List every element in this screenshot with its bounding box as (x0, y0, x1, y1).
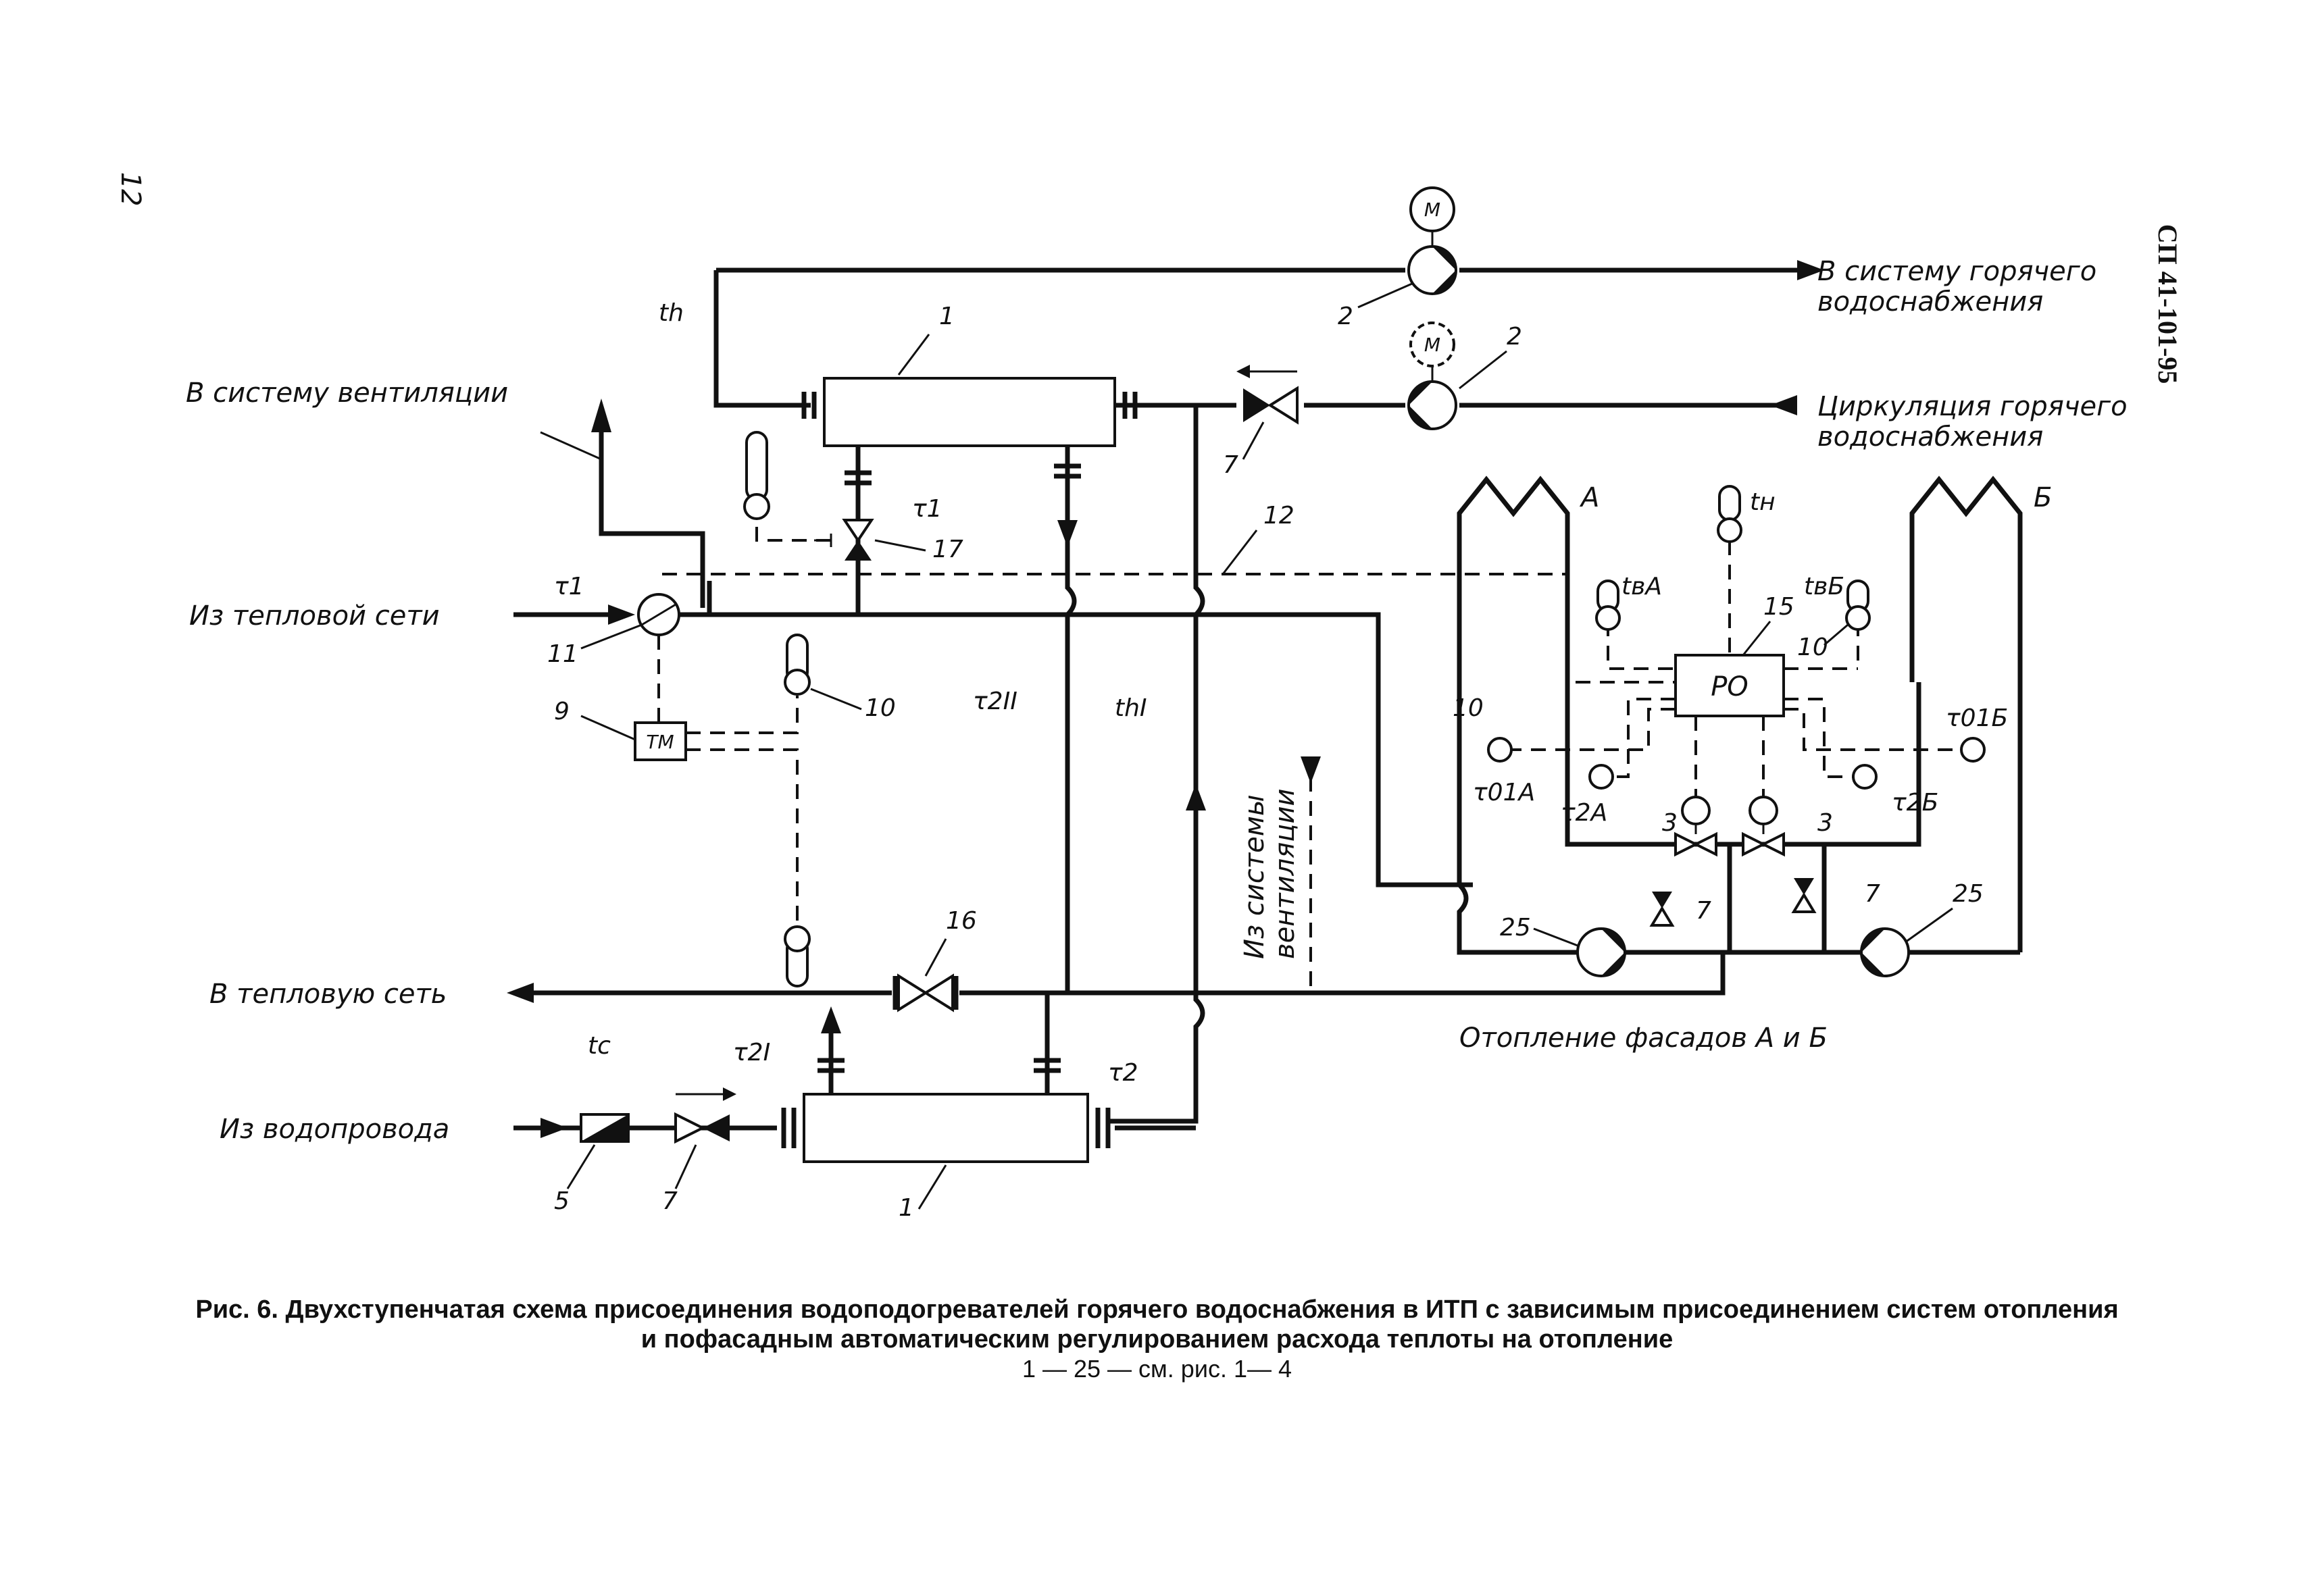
symbol-tv-a: tвА (1621, 573, 1662, 600)
signal-line-12 (662, 573, 1676, 684)
symbol-tau1-heater: τ1 (912, 495, 942, 523)
label-to-ventilation: В системy вентиляции (186, 378, 508, 409)
label-to-hot-water-1: В системy горячего (1817, 256, 2096, 287)
motor-label-circ: М (1424, 334, 1440, 356)
controller-label: РО (1711, 671, 1749, 702)
pipe-to-ventilation (599, 419, 705, 608)
radiator-facade-b (1909, 475, 2023, 952)
callout-5: 5 (554, 1187, 570, 1215)
document-code: СП 41-101-95 (2153, 224, 2183, 384)
sensor-tau01-a (1487, 737, 1513, 763)
symbol-tau2-I: τ2I (733, 1039, 770, 1066)
valve-7-water (674, 1112, 706, 1144)
label-facade-a: А (1579, 482, 1599, 513)
label-from-heat-network: Из тепловой сети (189, 600, 440, 632)
callout-15: 15 (1763, 593, 1794, 621)
valve-7-facade-b (1794, 878, 1814, 895)
valve-3-b (1742, 831, 1767, 857)
label-circulation-2: водоснабжения (1817, 421, 2043, 453)
symbol-tau2: τ2 (1108, 1059, 1138, 1087)
arrow-hot-water-out (1797, 260, 1824, 280)
water-heater-upper (823, 377, 1116, 447)
sensor-tn (1718, 485, 1741, 521)
symbol-tau01-b: τ01Б (1946, 704, 2008, 732)
sensor-tau2-b (1852, 764, 1878, 790)
arrow-tau2-II-down (1057, 520, 1078, 547)
motor-label-top: М (1424, 199, 1440, 221)
pipe-to-heat-network (534, 952, 1726, 996)
arrow-to-ventilation (591, 398, 611, 432)
callout-25-b: 25 (1953, 880, 1984, 908)
label-to-hot-water-2: водоснабжения (1817, 286, 2043, 317)
valve-16 (897, 973, 928, 1012)
arrow-th-I-up (1186, 783, 1206, 810)
sensor-tau2-a (1588, 764, 1614, 790)
callout-1-bottom: 1 (899, 1194, 914, 1222)
caption-line-1: Рис. 6. Двухступенчатая схема присоедине… (195, 1295, 2119, 1324)
sensor-tau01-b (1960, 737, 1986, 763)
symbol-tv-b: tвБ (1804, 573, 1844, 600)
temperature-sensor-th (745, 431, 768, 501)
page-number: 12 (115, 172, 146, 207)
symbol-tau1-left: τ1 (554, 573, 584, 600)
caption-line-3: 1 — 25 — см. рис. 1— 4 (1022, 1355, 1292, 1383)
callout-25-a: 25 (1500, 914, 1531, 942)
callout-10-right: 10 (1797, 634, 1828, 661)
symbol-th-I: thI (1115, 694, 1147, 722)
label-circulation-1: Циркуляция горячего (1817, 391, 2128, 422)
callout-11: 11 (547, 640, 578, 668)
label-from-water-supply: Из водопровода (220, 1114, 449, 1145)
valve-7-circulation (1243, 388, 1270, 422)
motor-valve-b (1749, 796, 1778, 825)
motor-valve-a (1681, 796, 1711, 825)
radiator-facade-a (1457, 475, 1570, 885)
callout-16: 16 (946, 907, 977, 935)
arrow-heat-in (608, 604, 635, 625)
pipe-th-I-riser (1108, 405, 1205, 1124)
arrow-to-heat-network (507, 983, 534, 1003)
symbol-tau01-a: τ01А (1473, 779, 1535, 806)
heat-meter-label: ТМ (646, 731, 674, 753)
callout-1-top: 1 (939, 303, 955, 330)
callout-3-b: 3 (1817, 809, 1833, 837)
symbol-tau2-II: τ2II (973, 688, 1017, 715)
symbol-tau2-b: τ2Б (1892, 789, 1938, 817)
callout-12: 12 (1263, 502, 1294, 530)
callout-9: 9 (554, 698, 570, 725)
caption-line-2: и пофасадным автоматическим регулировани… (640, 1325, 1674, 1354)
controller-ro (1674, 654, 1785, 717)
symbol-t-h: th (659, 299, 684, 327)
callout-17: 17 (932, 536, 963, 563)
callout-7-circ: 7 (1223, 451, 1238, 479)
callout-10-left: 10 (865, 694, 896, 722)
pipe-heat-network-supply (513, 612, 1473, 887)
callout-7-b: 7 (1865, 880, 1880, 908)
callout-3-a: 3 (1662, 809, 1678, 837)
valve-3-a (1674, 831, 1699, 857)
symbol-tau2-a: τ2А (1561, 799, 1607, 827)
symbol-tn: tн (1750, 488, 1776, 516)
callout-7-a: 7 (1696, 897, 1711, 925)
callout-2-circ: 2 (1507, 323, 1522, 351)
label-from-ventilation-2: вентиляции (1269, 789, 1301, 959)
pipe-th-riser (713, 270, 811, 408)
callout-7-water: 7 (662, 1187, 678, 1215)
label-facade-heating: Отопление фасадов А и Б (1459, 1023, 1828, 1054)
water-heater-lower (803, 1093, 1089, 1163)
symbol-tc: tc (588, 1032, 611, 1060)
callout-2-top: 2 (1338, 303, 1353, 330)
label-from-ventilation-1: Из системы (1239, 794, 1270, 959)
label-facade-b: Б (2034, 482, 2052, 513)
callout-10-a: 10 (1453, 694, 1484, 722)
heat-meter-tm (634, 721, 687, 761)
label-to-heat-network: В тепловую сеть (209, 979, 447, 1010)
valve-17 (842, 519, 874, 543)
valve-7-facade-a (1652, 892, 1672, 908)
arrow-circulation-in (1770, 395, 1797, 415)
